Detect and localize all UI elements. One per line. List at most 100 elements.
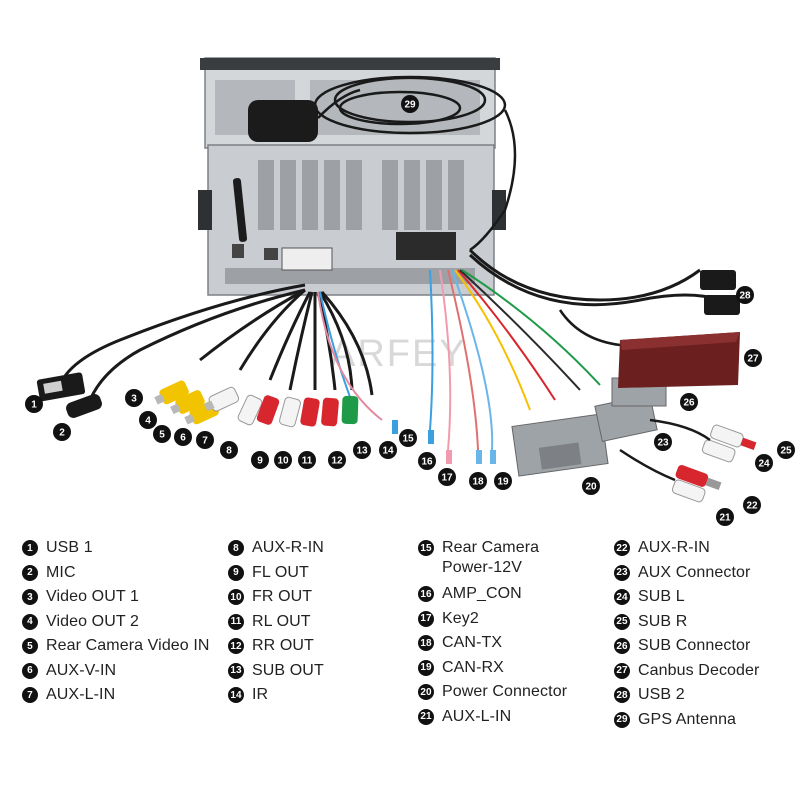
callout-21: 21: [716, 508, 734, 526]
callout-12: 12: [328, 451, 346, 469]
wire-tips: [392, 420, 496, 464]
legend-number-badge: 24: [614, 589, 630, 605]
callout-number: 13: [356, 446, 368, 457]
legend-label: FL OUT: [252, 563, 309, 581]
callout-number: 14: [382, 446, 394, 457]
callout-15: 15: [399, 429, 417, 447]
callout-29: 29: [401, 95, 419, 113]
callout-24: 24: [755, 454, 773, 472]
legend-number-badge: 27: [614, 662, 630, 679]
callout-20: 20: [582, 477, 600, 495]
legend-label: IR: [252, 686, 269, 703]
callout-26: 26: [680, 393, 698, 411]
callout-number: 19: [497, 477, 509, 488]
callout-2: 2: [53, 423, 71, 441]
legend-number-badge: 5: [22, 638, 38, 654]
legend-label: AUX-V-IN: [46, 661, 117, 679]
legend-number-badge: 14: [228, 687, 244, 703]
rca-pairs-right: [619, 418, 757, 503]
legend-item-11: 11 RL OUT: [228, 612, 324, 637]
legend-number-badge: 29: [614, 711, 630, 728]
callout-11: 11: [298, 451, 316, 469]
legend-number-badge: 22: [614, 540, 630, 556]
callout-number: 25: [780, 446, 792, 457]
legend-label: Video OUT 1: [46, 588, 140, 605]
callout-number: 15: [402, 434, 414, 445]
callout-number: 8: [226, 446, 232, 457]
legend-item-15: 15 Rear Camera Power-12V: [418, 538, 567, 584]
canbus-decoder: [618, 332, 740, 388]
legend-number-badge: 20: [418, 684, 434, 700]
legend-label: CAN-TX: [442, 634, 503, 651]
legend-number-badge: 26: [614, 638, 630, 654]
legend-number-badge: 6: [22, 662, 38, 679]
legend-number-badge: 21: [418, 708, 434, 725]
legend-label: AUX-R-IN: [252, 539, 324, 556]
legend-number-badge: 15: [418, 540, 434, 556]
callout-number: 17: [441, 473, 453, 484]
legend-label: SUB L: [638, 588, 685, 605]
legend-label: RL OUT: [252, 612, 311, 630]
power-connector: [511, 413, 609, 477]
legend-label: Rear Camera Power-12V: [442, 539, 540, 576]
legend-number-badge: 11: [228, 613, 244, 630]
callout-7: 7: [196, 431, 214, 449]
callout-number: 7: [202, 436, 208, 447]
legend-label: SUB OUT: [252, 661, 324, 679]
callout-number: 12: [331, 456, 343, 467]
legend-item-13: 13 SUB OUT: [228, 661, 324, 686]
legend-label: AMP_CON: [442, 585, 522, 602]
legend-item-14: 14 IR: [228, 685, 324, 710]
legend-number-badge: 1: [22, 540, 38, 556]
legend-number-badge: 9: [228, 564, 244, 581]
callout-number: 23: [657, 438, 669, 449]
callout-22: 22: [743, 496, 761, 514]
callout-number: 29: [404, 100, 416, 111]
callout-number: 18: [472, 477, 484, 488]
callout-number: 5: [159, 430, 165, 441]
callout-number: 9: [257, 456, 263, 467]
legend-label: Key2: [442, 609, 479, 627]
legend-number-badge: 3: [22, 589, 38, 605]
callout-13: 13: [353, 441, 371, 459]
callout-27: 27: [744, 349, 762, 367]
legend-number-badge: 13: [228, 662, 244, 679]
callout-number: 1: [31, 400, 37, 411]
cables: [58, 75, 721, 406]
callout-23: 23: [654, 433, 672, 451]
legend-label: USB 2: [638, 686, 685, 703]
callout-number: 21: [719, 513, 731, 524]
callout-number: 20: [585, 482, 597, 493]
legend-item-9: 9 FL OUT: [228, 563, 324, 588]
legend-label: RR OUT: [252, 637, 314, 654]
legend-label: FR OUT: [252, 588, 313, 605]
legend-label: Video OUT 2: [46, 612, 140, 630]
callout-number: 6: [180, 433, 186, 444]
callout-17: 17: [438, 468, 456, 486]
legend-number-badge: 17: [418, 610, 434, 627]
watermark-text: ARFEY: [330, 333, 467, 375]
callout-25: 25: [777, 441, 795, 459]
callout-8: 8: [220, 441, 238, 459]
callout-19: 19: [494, 472, 512, 490]
callout-number: 2: [59, 428, 65, 439]
legend-label: AUX-L-IN: [442, 707, 512, 725]
callout-3: 3: [125, 389, 143, 407]
callout-16: 16: [418, 452, 436, 470]
legend-label: Rear Camera Video IN: [46, 637, 210, 654]
callout-5: 5: [153, 425, 171, 443]
